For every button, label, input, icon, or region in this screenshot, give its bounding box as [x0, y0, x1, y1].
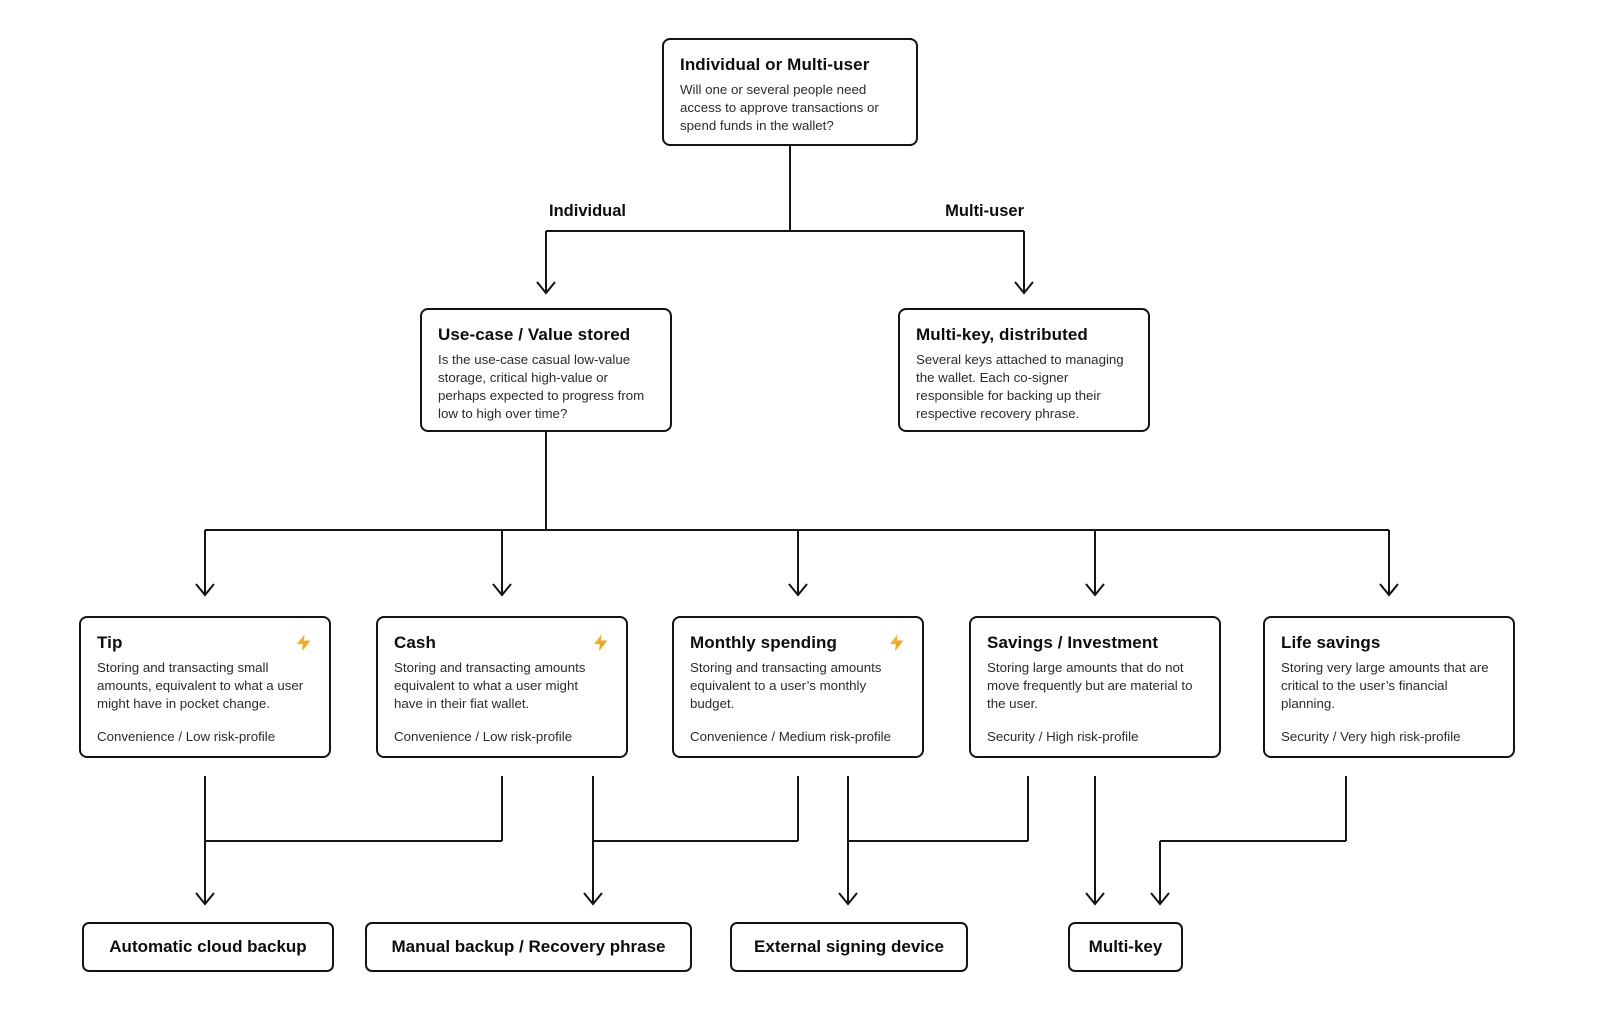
lightning-icon [296, 634, 311, 651]
node-description: Storing and transacting amounts equivale… [394, 660, 586, 711]
node-description: Storing large amounts that do not move f… [987, 660, 1193, 711]
node-monthly-spending: Monthly spending Storing and transacting… [672, 616, 924, 758]
outcome-multi-key: Multi-key [1068, 922, 1183, 972]
connector-automatic-cloud-backup [195, 776, 503, 906]
risk-profile-label: Convenience / Medium risk-profile [690, 728, 892, 744]
risk-profile-label: Convenience / Low risk-profile [97, 728, 276, 744]
node-title: Cash [394, 633, 436, 652]
node-individual-or-multiuser: Individual or Multi-user Will one or sev… [662, 38, 918, 146]
node-title: Tip [97, 633, 123, 652]
node-title: Multi-key, distributed [916, 325, 1088, 344]
lightning-icon [593, 634, 608, 651]
node-title: Savings / Investment [987, 633, 1159, 652]
lightning-icon [889, 634, 904, 651]
connector-savings-multikey [1085, 776, 1105, 906]
connector-external-signing [838, 776, 1029, 906]
connector-usecase-fan [195, 432, 1399, 597]
outcome-external-signing-device: External signing device [730, 922, 968, 972]
node-title: Monthly spending [690, 633, 838, 652]
node-description: Is the use-case casual low-value storage… [438, 352, 645, 421]
node-life-savings: Life savings Storing very large amounts … [1263, 616, 1515, 758]
node-title: Use-case / Value stored [438, 325, 631, 344]
risk-profile-label: Security / High risk-profile [987, 728, 1139, 744]
branch-label-individual: Individual [549, 202, 627, 220]
connector-lifesavings-multikey [1150, 776, 1347, 906]
risk-profile-label: Security / Very high risk-profile [1281, 728, 1461, 744]
connector-root-split [536, 146, 1034, 295]
outcome-automatic-cloud-backup: Automatic cloud backup [82, 922, 334, 972]
outcome-manual-backup-recovery-phrase: Manual backup / Recovery phrase [365, 922, 692, 972]
node-description: Storing and transacting small amounts, e… [97, 660, 304, 711]
node-tip: Tip Storing and transacting small amount… [79, 616, 331, 758]
node-use-case-value-stored: Use-case / Value stored Is the use-case … [420, 308, 672, 432]
node-description: Several keys attached to managing the wa… [916, 352, 1124, 421]
node-description: Will one or several people need access t… [680, 82, 879, 133]
risk-profile-label: Convenience / Low risk-profile [394, 728, 573, 744]
node-description: Storing and transacting amounts equivale… [690, 660, 882, 711]
node-multi-key-distributed: Multi-key, distributed Several keys atta… [898, 308, 1150, 432]
branch-label-multi-user: Multi-user [945, 202, 1024, 220]
node-title: Individual or Multi-user [680, 55, 870, 74]
node-savings-investment: Savings / Investment Storing large amoun… [969, 616, 1221, 758]
node-title: Life savings [1281, 633, 1381, 652]
connector-manual-backup [583, 776, 799, 906]
node-description: Storing very large amounts that are crit… [1281, 660, 1489, 711]
node-cash: Cash Storing and transacting amounts equ… [376, 616, 628, 758]
